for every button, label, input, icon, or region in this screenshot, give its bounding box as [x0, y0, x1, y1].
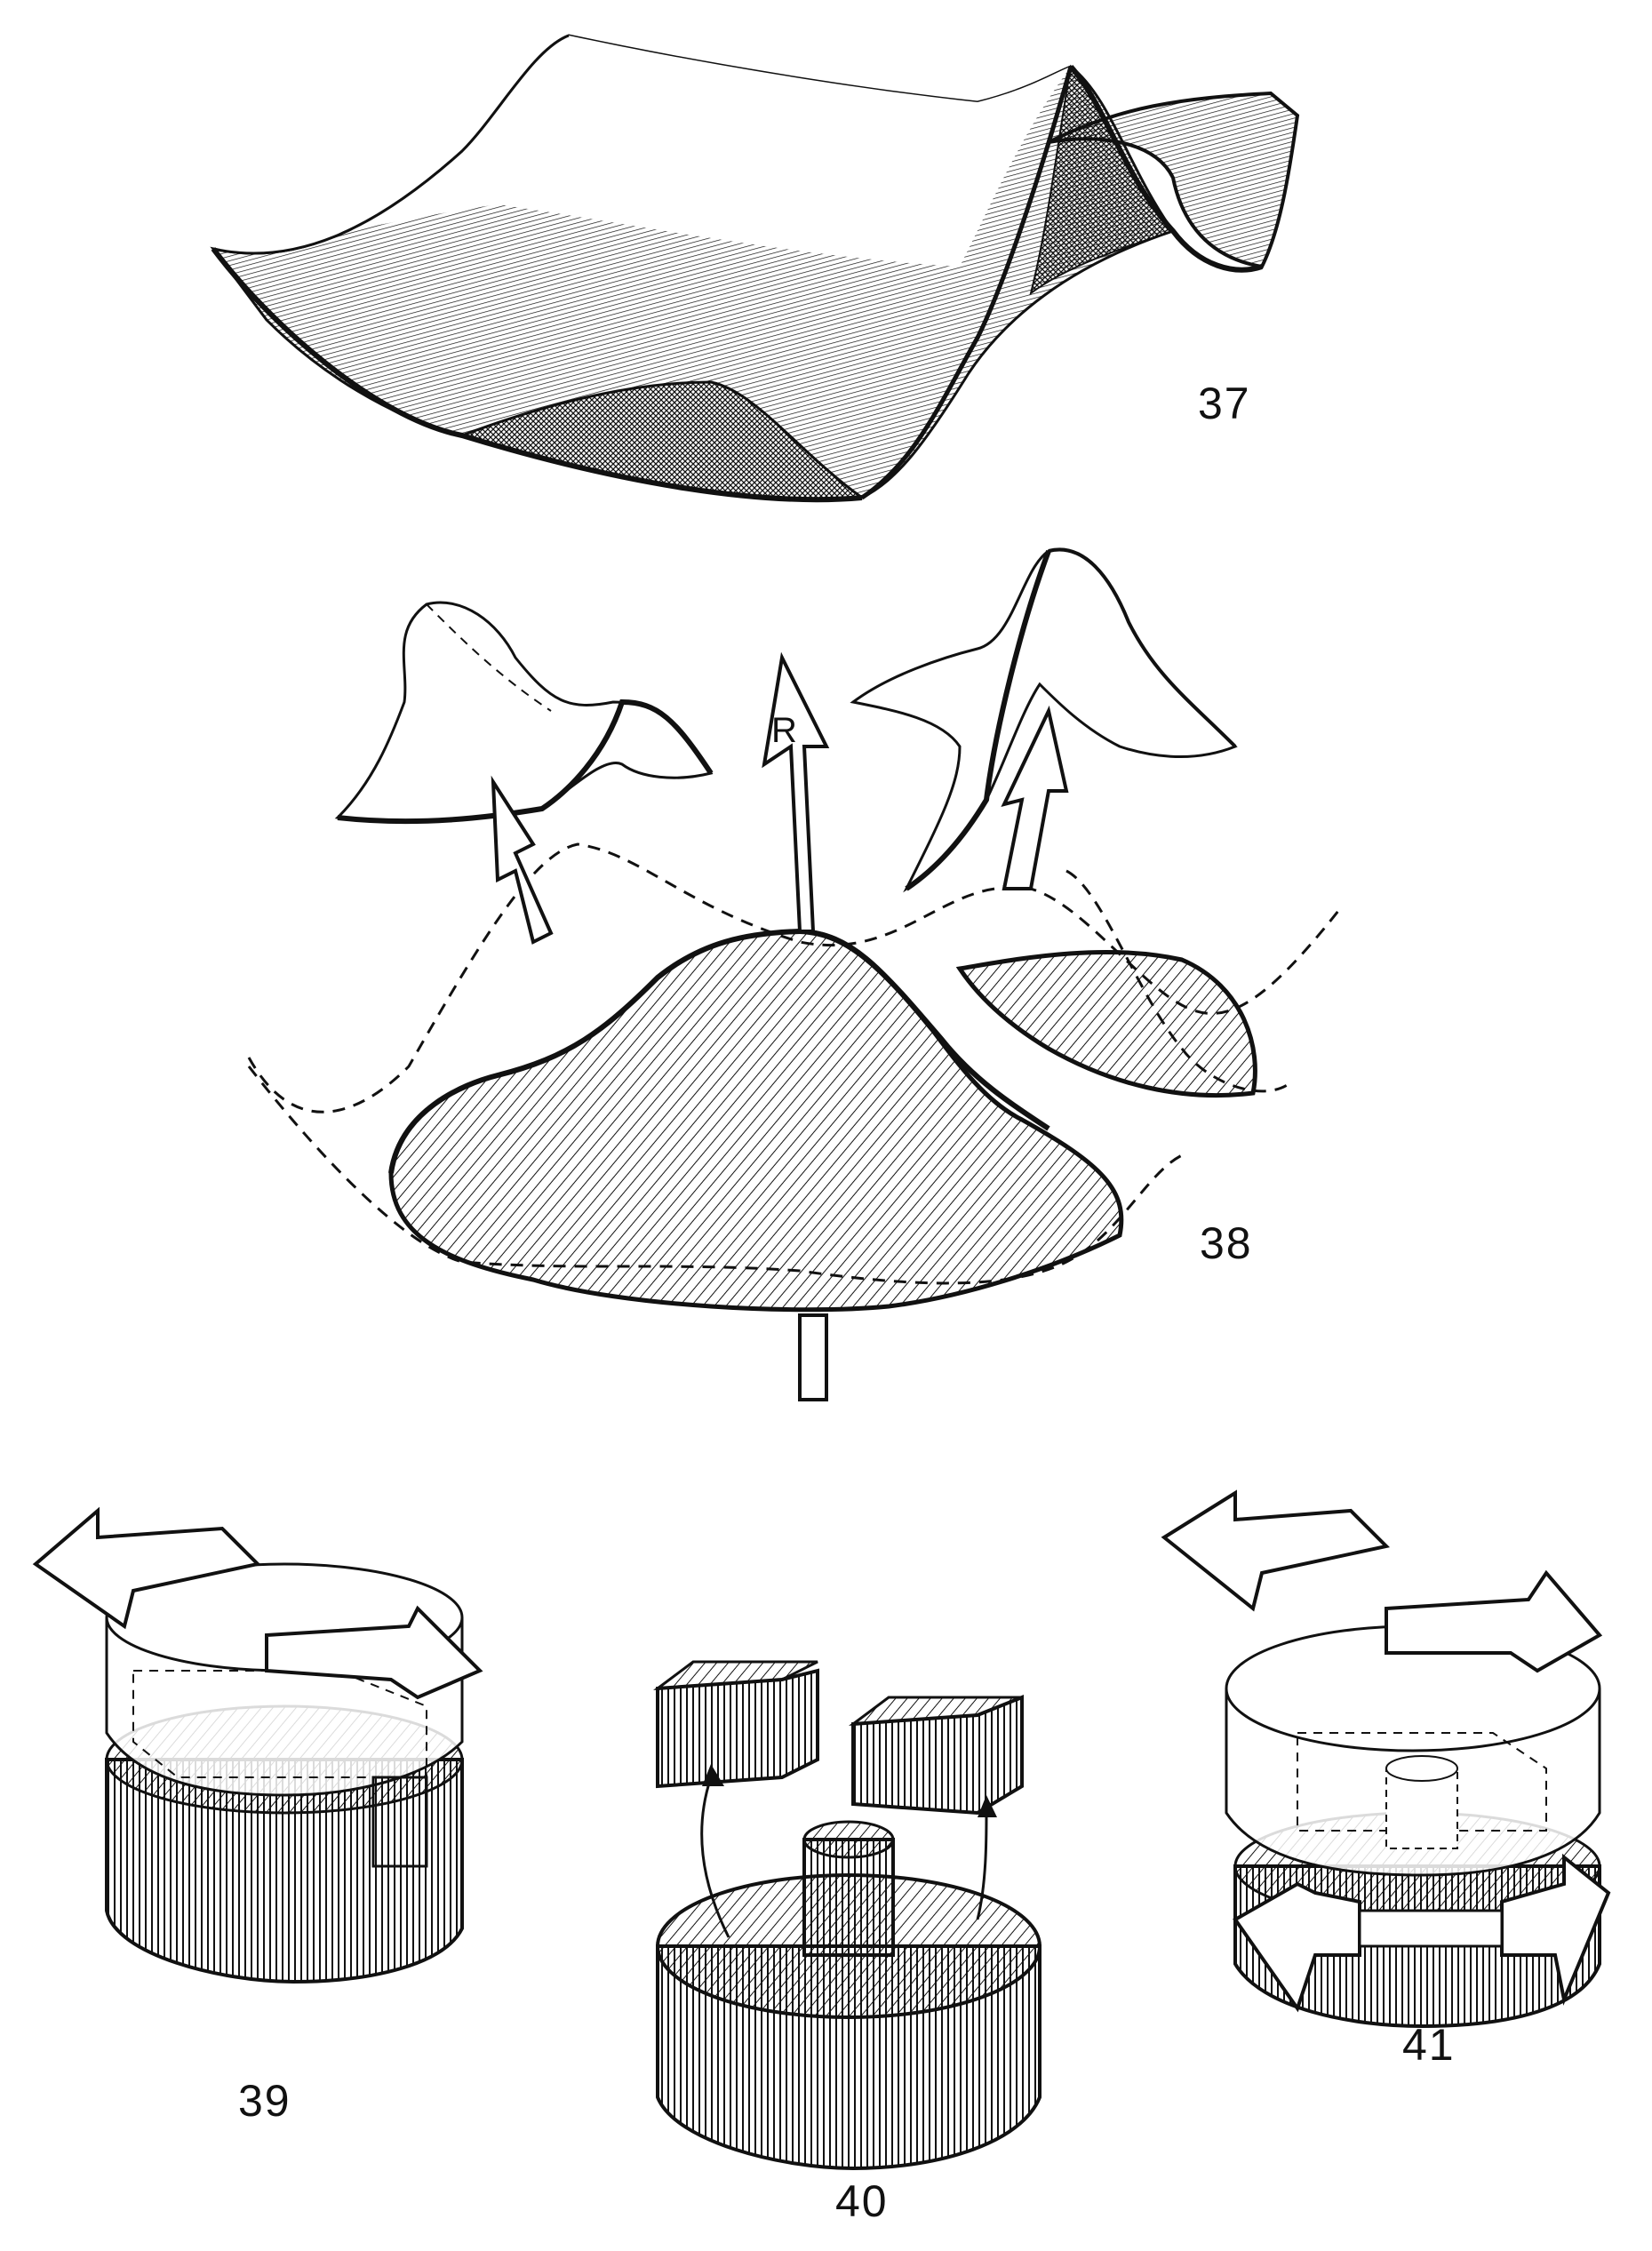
figure-38-label: 38	[1200, 1218, 1253, 1268]
figure-40-pin-and-blocks	[653, 1660, 1041, 2171]
figure-37-label: 37	[1198, 379, 1251, 428]
figure-38-bell-surface	[247, 547, 1344, 1401]
arrow-r-label: R	[771, 711, 799, 750]
figure-41-cylinders	[1161, 1489, 1611, 2029]
figure-37-saddle-surface	[210, 34, 1300, 503]
figure-39-label: 39	[238, 2076, 291, 2126]
figure-41-label: 41	[1402, 2020, 1456, 2070]
figure-40-label: 40	[835, 2176, 889, 2226]
figure-39-cylinders	[32, 1506, 483, 1984]
